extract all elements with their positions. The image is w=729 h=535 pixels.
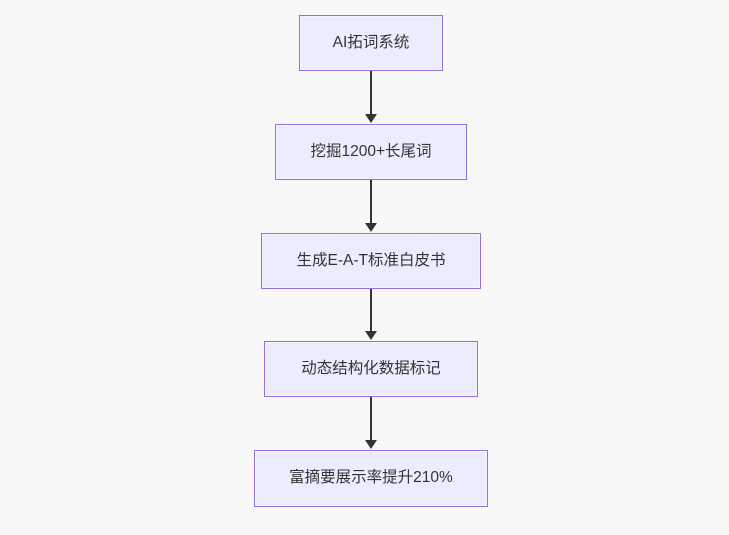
arrowhead-down-icon — [365, 223, 377, 232]
arrowhead-down-icon — [365, 331, 377, 340]
node-label: 动态结构化数据标记 — [301, 359, 441, 377]
flow-node-generate-eat-whitepaper: 生成E-A-T标准白皮书 — [261, 233, 481, 289]
node-label: 富摘要展示率提升210% — [289, 469, 453, 487]
flow-arrow-4-5 — [365, 397, 377, 449]
arrow-line — [370, 180, 372, 223]
flow-arrow-1-2 — [365, 71, 377, 123]
flow-node-mine-longtail-keywords: 挖掘1200+长尾词 — [275, 124, 467, 180]
flow-node-rich-snippet-rate-increase: 富摘要展示率提升210% — [254, 450, 488, 507]
arrow-line — [370, 397, 372, 440]
flow-arrow-3-4 — [365, 289, 377, 340]
node-label: 生成E-A-T标准白皮书 — [296, 251, 446, 269]
flow-arrow-2-3 — [365, 180, 377, 232]
arrow-line — [370, 71, 372, 114]
arrow-line — [370, 289, 372, 331]
arrowhead-down-icon — [365, 114, 377, 123]
arrowhead-down-icon — [365, 440, 377, 449]
node-label: AI拓词系统 — [332, 33, 410, 51]
flow-node-ai-word-expansion-system: AI拓词系统 — [299, 15, 443, 71]
node-label: 挖掘1200+长尾词 — [310, 142, 432, 160]
flow-node-dynamic-structured-data-markup: 动态结构化数据标记 — [264, 341, 478, 397]
